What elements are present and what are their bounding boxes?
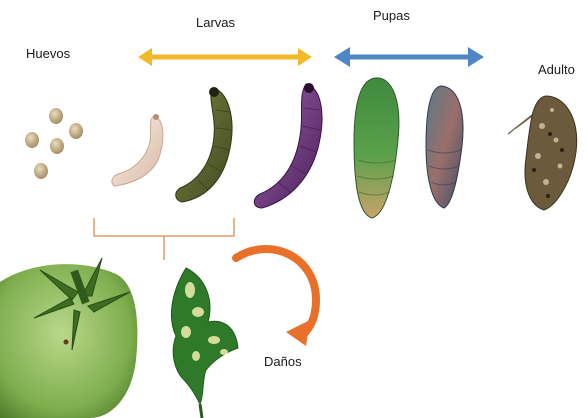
pupae-label: Pupas: [373, 8, 410, 23]
larva-late-illustration: [254, 83, 322, 208]
eggs-label: Huevos: [26, 46, 70, 61]
damaged-leaf-illustration: [171, 268, 238, 418]
damage-curved-arrow: [236, 249, 316, 346]
adult-moth-illustration: [508, 96, 577, 210]
larva-early-illustration: [112, 114, 163, 186]
damage-label: Daños: [264, 354, 302, 369]
pupae-range-arrow: [334, 47, 484, 67]
pupa-early-illustration: [354, 78, 399, 218]
pupa-late-illustration: [426, 86, 463, 208]
larvae-range-arrow: [138, 48, 312, 66]
larvae-label: Larvas: [196, 15, 235, 30]
eggs-illustration: [25, 108, 83, 179]
larvae-damage-bracket: [94, 218, 234, 260]
larva-mid-illustration: [176, 87, 232, 202]
adult-label: Adulto: [538, 62, 575, 77]
damaged-tomato-illustration: [0, 258, 137, 418]
